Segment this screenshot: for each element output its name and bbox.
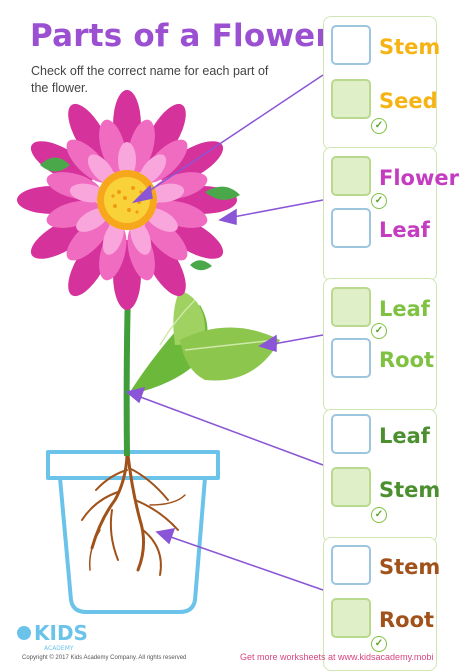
leaf-icon xyxy=(128,290,280,395)
stem-icon xyxy=(123,289,131,457)
checkbox-q1-option-1[interactable] xyxy=(331,25,371,65)
roots-icon xyxy=(81,453,186,576)
checkbox-q2-option-1[interactable] xyxy=(331,156,371,196)
logo-text: KIDS xyxy=(34,621,88,645)
checkbox-q4-option-1[interactable] xyxy=(331,414,371,454)
option-label: Stem xyxy=(379,35,441,59)
check-mark-icon: ✓ xyxy=(371,507,387,523)
checkbox-q5-option-2[interactable] xyxy=(331,598,371,638)
checkbox-q4-option-2[interactable] xyxy=(331,467,371,507)
sepal-icon xyxy=(190,260,212,271)
checkbox-q3-option-2[interactable] xyxy=(331,338,371,378)
check-mark-icon: ✓ xyxy=(371,636,387,652)
option-label: Root xyxy=(379,608,435,632)
checkbox-q1-option-2[interactable] xyxy=(331,79,371,119)
option-label: Stem xyxy=(379,478,441,502)
option-label: Seed xyxy=(379,89,438,113)
pointer-lines xyxy=(125,74,324,591)
pot-icon xyxy=(46,450,220,614)
option-label: Stem xyxy=(379,555,441,579)
copyright-text: Copyright © 2017 Kids Academy Company. A… xyxy=(22,655,187,661)
sepal-icon xyxy=(40,157,70,172)
checkbox-q2-option-2[interactable] xyxy=(331,208,371,248)
flower-icon xyxy=(17,90,237,310)
option-label: Leaf xyxy=(379,218,430,242)
checkbox-q3-option-1[interactable] xyxy=(331,287,371,327)
option-label: Flower xyxy=(379,166,459,190)
check-mark-icon: ✓ xyxy=(371,193,387,209)
check-mark-icon: ✓ xyxy=(371,323,387,339)
option-label: Leaf xyxy=(379,424,430,448)
page-title: Parts of a Flower xyxy=(30,18,331,54)
footer-link[interactable]: Get more worksheets at www.kidsacademy.m… xyxy=(240,652,434,662)
checkbox-q5-option-1[interactable] xyxy=(331,545,371,585)
check-mark-icon: ✓ xyxy=(371,118,387,134)
instructions: Check off the correct name for each part… xyxy=(31,64,269,95)
logo-sub: ACADEMY xyxy=(44,645,74,652)
option-label: Leaf xyxy=(379,297,430,321)
sepal-icon xyxy=(205,186,240,200)
option-label: Root xyxy=(379,348,435,372)
kids-academy-logo: KIDS ACADEMY xyxy=(14,615,94,660)
